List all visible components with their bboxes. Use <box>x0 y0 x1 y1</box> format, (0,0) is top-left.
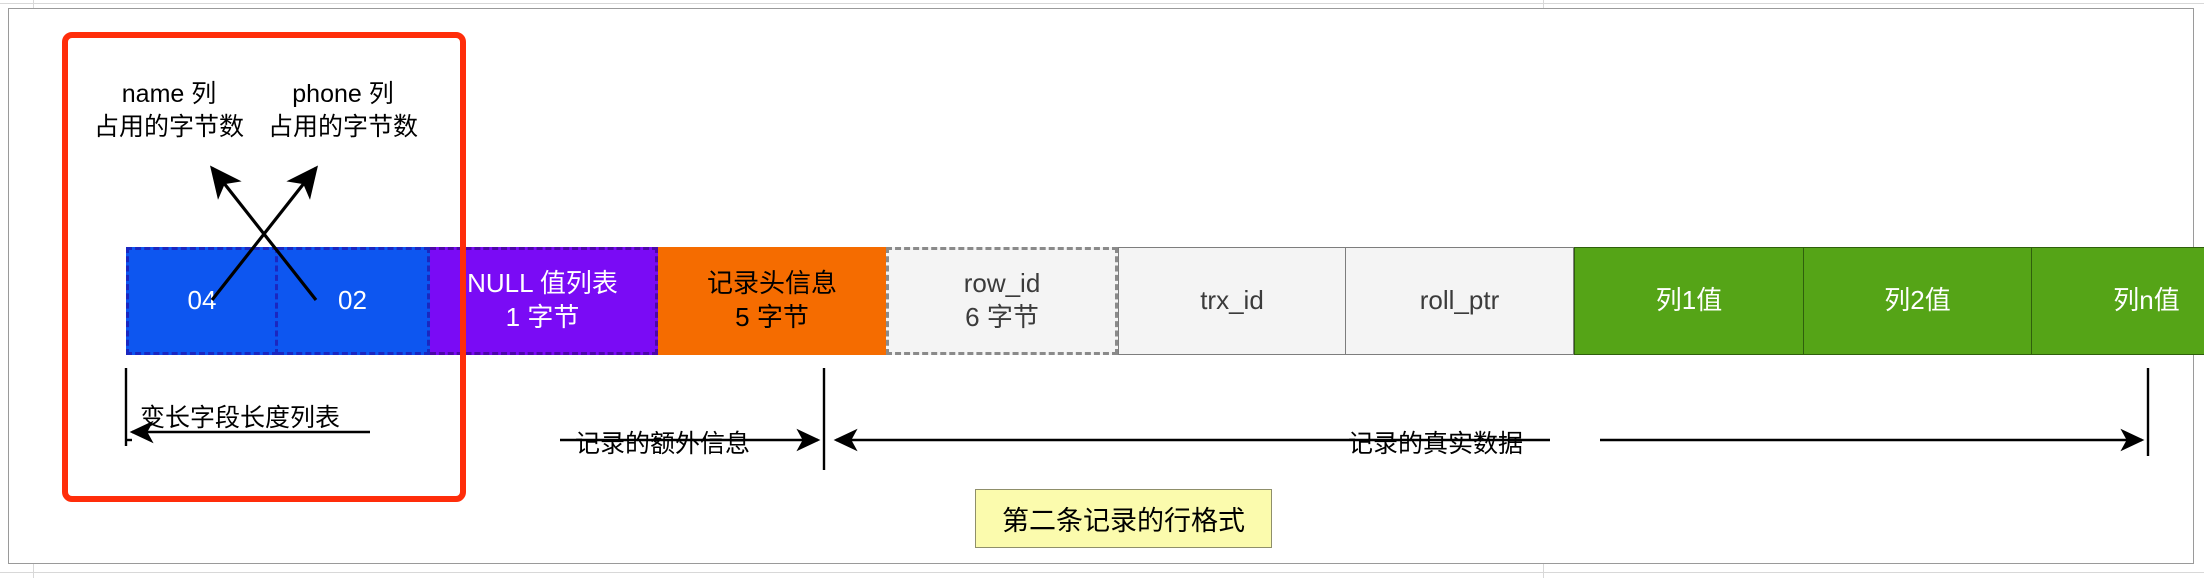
callout-phone-column: phone 列 占用的字节数 <box>268 78 418 144</box>
span-label-extra-info: 记录的额外信息 <box>575 430 751 458</box>
callout-phone-line2: 占用的字节数 <box>268 113 419 141</box>
cell-coln-line1: 列n值 <box>2113 285 2180 316</box>
diagram-caption: 第二条记录的行格式 <box>975 489 1272 548</box>
span-label-real-data: 记录的真实数据 <box>1348 430 1524 458</box>
callout-name-line2: 占用的字节数 <box>94 113 245 141</box>
cell-null-list-line1: NULL 值列表 <box>467 268 618 299</box>
span-label-varlen: 变长字段长度列表 <box>140 404 341 432</box>
cell-varlen-phone-line1: 02 <box>338 285 367 316</box>
cell-coln: 列n值 <box>2032 247 2204 355</box>
callout-name-column: name 列 占用的字节数 <box>94 78 244 144</box>
cell-varlen-name: 04 <box>126 247 278 355</box>
cell-row-id-line2: 6 字节 <box>965 302 1039 332</box>
cell-trx-id-line1: trx_id <box>1200 285 1264 316</box>
callout-name-line1: name 列 <box>121 80 217 108</box>
cell-roll-ptr: roll_ptr <box>1346 247 1574 355</box>
cell-col2-line1: 列2值 <box>1884 285 1951 316</box>
cell-col1-line1: 列1值 <box>1655 285 1723 316</box>
cell-col1: 列1值 <box>1574 247 1804 355</box>
cell-record-header-line2: 5 字节 <box>735 302 809 332</box>
page-rule-bottom <box>0 572 2204 573</box>
cell-null-list-line2: 1 字节 <box>505 302 580 332</box>
cell-col2: 列2值 <box>1804 247 2032 355</box>
cell-varlen-phone: 02 <box>278 247 430 355</box>
cell-row-id-line1: row_id <box>963 268 1041 299</box>
cell-trx-id: trx_id <box>1118 247 1346 355</box>
cell-roll-ptr-line1: roll_ptr <box>1419 285 1500 316</box>
cell-record-header-line1: 记录头信息 <box>706 268 837 299</box>
page-rule-top <box>0 3 2204 4</box>
cell-varlen-name-line1: 04 <box>187 285 217 316</box>
callout-phone-line1: phone 列 <box>292 80 394 108</box>
